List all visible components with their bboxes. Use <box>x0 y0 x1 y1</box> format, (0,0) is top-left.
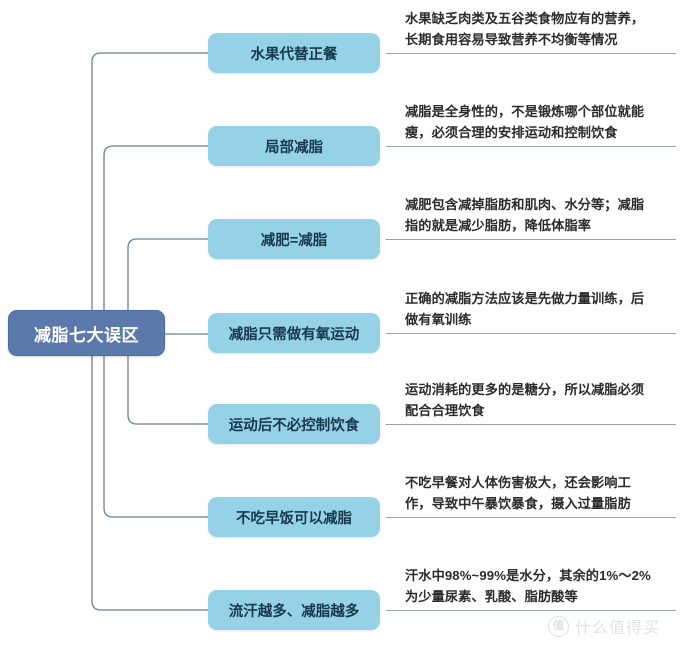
description-rule-6 <box>386 517 676 518</box>
topic-node-7[interactable]: 流汗越多、减脂越多 <box>208 590 380 630</box>
watermark-logo-icon: 值 <box>548 615 569 637</box>
topic-node-4[interactable]: 减脂只需做有氧运动 <box>208 313 380 353</box>
topic-node-2-label: 局部减脂 <box>265 139 323 156</box>
description-block-6: 不吃早餐对人体伤害极大，还会影响工 作，导致中午暴饮暴食，摄入过量脂肪 <box>405 472 670 514</box>
topic-node-4-label: 减脂只需做有氧运动 <box>228 326 360 343</box>
watermark: 值 什么值得买 <box>548 614 660 638</box>
description-block-7: 汗水中98%~99%是水分，其余的1%～2% 为少量尿素、乳酸、脂肪酸等 <box>405 565 670 607</box>
description-text-3: 减肥包含减掉脂肪和肌肉、水分等；减脂 指的就是减少脂肪，降低体脂率 <box>405 197 645 233</box>
description-text-2: 减脂是全身性的，不是锻炼哪个部位就能 瘦，必须合理的安排运动和控制饮食 <box>405 104 645 140</box>
description-text-4: 正确的减脂方法应该是先做力量训练，后 做有氧训练 <box>405 291 645 327</box>
topic-node-6-label: 不吃早饭可以减脂 <box>236 510 352 527</box>
description-rule-4 <box>386 333 676 334</box>
description-block-2: 减脂是全身性的，不是锻炼哪个部位就能 瘦，必须合理的安排运动和控制饮食 <box>405 101 670 143</box>
description-rule-2 <box>386 146 676 147</box>
watermark-text: 什么值得买 <box>575 620 661 637</box>
description-block-3: 减肥包含减掉脂肪和肌肉、水分等；减脂 指的就是减少脂肪，降低体脂率 <box>405 194 670 236</box>
root-node-label: 减脂七大误区 <box>34 325 139 345</box>
description-text-6: 不吃早餐对人体伤害极大，还会影响工 作，导致中午暴饮暴食，摄入过量脂肪 <box>405 475 631 511</box>
root-node[interactable]: 减脂七大误区 <box>8 310 165 356</box>
description-block-4: 正确的减脂方法应该是先做力量训练，后 做有氧训练 <box>405 288 670 330</box>
topic-node-6[interactable]: 不吃早饭可以减脂 <box>208 497 380 537</box>
topic-node-7-label: 流汗越多、减脂越多 <box>228 603 360 620</box>
description-block-1: 水果缺乏肉类及五谷类食物应有的营养， 长期食用容易导致营养不均衡等情况 <box>405 8 670 50</box>
topic-node-1-label: 水果代替正餐 <box>250 46 338 63</box>
description-rule-3 <box>386 239 676 240</box>
description-text-1: 水果缺乏肉类及五谷类食物应有的营养， 长期食用容易导致营养不均衡等情况 <box>405 11 645 47</box>
description-text-7: 汗水中98%~99%是水分，其余的1%～2% 为少量尿素、乳酸、脂肪酸等 <box>405 568 651 604</box>
description-block-5: 运动消耗的更多的是糖分，所以减脂必须 配合合理饮食 <box>405 379 670 421</box>
topic-node-5-label: 运动后不必控制饮食 <box>228 417 360 434</box>
topic-node-2[interactable]: 局部减脂 <box>208 126 380 166</box>
topic-node-5[interactable]: 运动后不必控制饮食 <box>208 404 380 444</box>
description-rule-7 <box>386 610 676 611</box>
description-rule-5 <box>386 424 676 425</box>
topic-node-3-label: 减肥=减脂 <box>260 232 328 249</box>
topic-node-3[interactable]: 减肥=减脂 <box>208 219 380 259</box>
description-text-5: 运动消耗的更多的是糖分，所以减脂必须 配合合理饮食 <box>405 382 645 418</box>
topic-node-1[interactable]: 水果代替正餐 <box>208 33 380 73</box>
description-rule-1 <box>386 53 676 54</box>
